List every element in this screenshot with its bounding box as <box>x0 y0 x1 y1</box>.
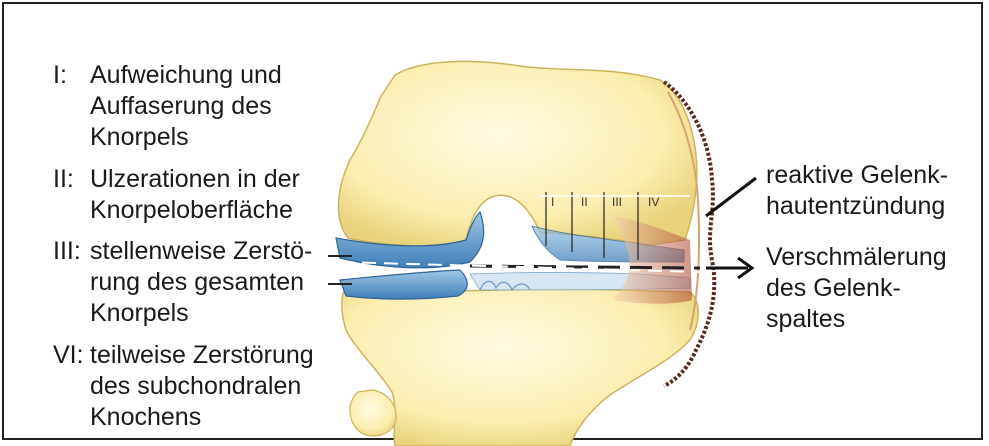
stage-3-line-3: Knorpels <box>90 298 312 329</box>
scale-label-3: III <box>612 195 622 209</box>
scale-label-2: II <box>581 195 588 209</box>
stage-1-line-3: Knorpels <box>90 122 282 153</box>
stage-1-line-2: Auffaserung des <box>90 91 282 122</box>
lower-cartilage <box>340 270 467 299</box>
stage-1-numeral: I: <box>53 60 67 91</box>
stage-2-numeral: II: <box>53 164 74 195</box>
callout-synovitis-line-1: reaktive Gelenk- <box>766 160 948 191</box>
scale-label-4: IV <box>648 195 659 209</box>
callout-narrowing-line-2: des Gelenk- <box>766 273 947 304</box>
stage-4-line-2: des subchondralen <box>90 371 314 402</box>
stage-4-numeral: VI: <box>53 340 84 371</box>
stage-3-line-2: rung des gesamten <box>90 267 312 298</box>
callout-synovitis-line-2: hautentzündung <box>766 191 948 222</box>
stage-2-line-1: Ulzerationen in der <box>90 164 300 195</box>
stage-4-line-3: Knochens <box>90 402 314 433</box>
stage-3-numeral: III: <box>53 236 81 267</box>
femur-bone <box>338 61 696 245</box>
stage-2-description: Ulzerationen in der Knorpeloberfläche <box>90 164 300 226</box>
stage-4-description: teilweise Zerstörung des subchondralen K… <box>90 340 314 433</box>
stage-1-line-1: Aufweichung und <box>90 60 282 91</box>
stage-3-description: stellenweise Zerstö- rung des gesamten K… <box>90 236 312 329</box>
stage-2-line-2: Knorpeloberfläche <box>90 195 300 226</box>
stage-3-line-1: stellenweise Zerstö- <box>90 236 312 267</box>
callout-narrowing: Verschmälerung des Gelenk- spaltes <box>766 242 947 335</box>
callout-narrowing-line-1: Verschmälerung <box>766 242 947 273</box>
fibula-head <box>350 390 396 436</box>
stage-1-description: Aufweichung und Auffaserung des Knorpels <box>90 60 282 153</box>
callout-synovitis: reaktive Gelenk- hautentzündung <box>766 160 948 222</box>
stage-4-line-1: teilweise Zerstörung <box>90 340 314 371</box>
scale-label-1: I <box>551 195 554 209</box>
callout-narrowing-line-3: spaltes <box>766 304 947 335</box>
